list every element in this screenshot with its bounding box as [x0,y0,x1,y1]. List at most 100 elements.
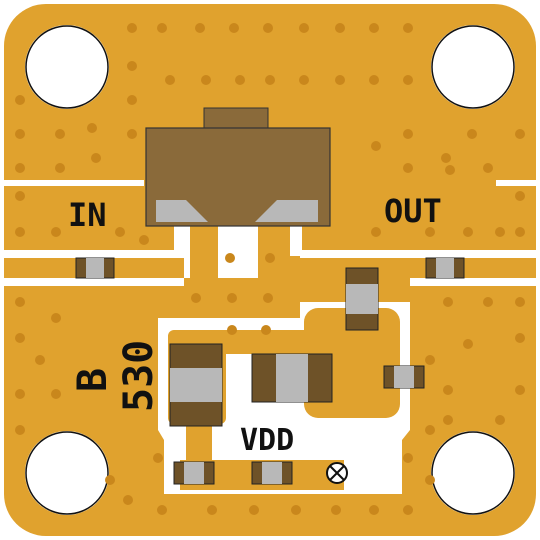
via [403,505,413,515]
via [467,129,477,139]
via [227,293,237,303]
via [425,355,435,365]
rf-clearance-left-top [4,180,144,186]
part-number-line2: 530 [116,340,162,412]
rf-clearance-right-bottom [410,278,536,286]
via [263,293,273,303]
via [369,75,379,85]
via [139,235,149,245]
via [403,75,413,85]
part-number-line1: B [70,368,116,392]
via [15,129,25,139]
mounting-hole-icon [431,25,515,109]
via [127,61,137,71]
via [403,163,413,173]
ic-leg-clearance-right [290,226,302,256]
via [15,389,25,399]
via [105,475,115,485]
via [35,355,45,365]
rf-clearance-left-mid [4,250,174,258]
label-output: OUT [384,192,442,230]
via [227,325,237,335]
via [265,75,275,85]
mounting-hole-icon [25,431,109,515]
via [165,75,175,85]
via [425,475,435,485]
via [495,227,505,237]
chip-resistor-bias [383,365,425,389]
via [55,129,65,139]
via [443,385,453,395]
via [15,297,25,307]
tantalum-capacitor [169,343,223,427]
via [369,23,379,33]
via [235,75,245,85]
via [483,297,493,307]
rf-clearance-left-bottom [4,278,184,286]
via [157,505,167,515]
via [91,153,101,163]
via [483,163,493,173]
via [403,129,413,139]
via [191,293,201,303]
via [195,23,205,33]
via [441,153,451,163]
label-input: IN [68,196,107,234]
via [371,141,381,151]
via [299,75,309,85]
label-power: VDD [240,423,294,458]
via [403,23,413,33]
via [495,415,505,425]
rf-clearance-right-mid [300,250,536,258]
chip-capacitor-in [75,257,115,279]
chip-capacitor-vdd-left [173,461,215,485]
via [15,163,25,173]
via [265,253,275,263]
via [515,227,525,237]
test-point-icon [326,462,348,484]
via [445,165,455,175]
via [261,325,271,335]
inductor-large [251,353,333,403]
via [463,227,473,237]
rf-trace-out [300,258,536,278]
via [515,333,525,343]
via [443,297,453,307]
via [225,253,235,263]
via [335,75,345,85]
vdd-trace-vertical [186,420,212,464]
via [299,23,309,33]
via [115,227,125,237]
via [15,95,25,105]
via [207,505,217,515]
via [515,129,525,139]
via [369,505,379,515]
via [15,425,25,435]
via [515,385,525,395]
via [15,191,25,201]
via [425,227,435,237]
ic-package [145,107,331,227]
mounting-hole-icon [25,25,109,109]
ic-leg-clearance-center [218,226,258,278]
via [123,495,133,505]
via [515,191,525,201]
via [371,227,381,237]
via [463,339,473,349]
chip-capacitor-out [425,257,465,279]
rf-clearance-right-top [496,180,536,186]
via [249,505,259,515]
via [229,23,239,33]
via [443,415,453,425]
via [127,129,137,139]
chip-capacitor-vertical [345,267,379,331]
via [55,163,65,173]
via [15,333,25,343]
via [515,297,525,307]
via [127,23,137,33]
via [403,453,413,463]
via [51,389,61,399]
via [51,313,61,323]
